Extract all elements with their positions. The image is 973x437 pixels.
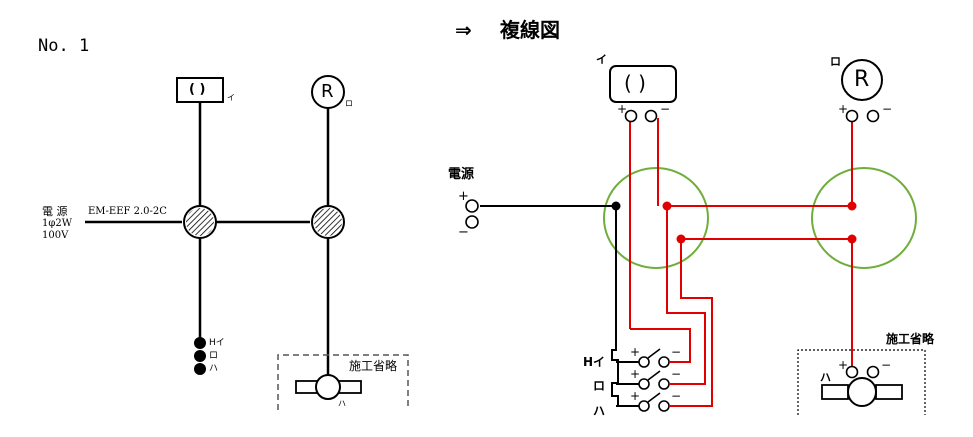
- receptacle-tag-ro: ロ: [345, 99, 353, 108]
- receptacle-letter: R: [321, 81, 334, 102]
- fixture-tag-ha: ハ: [820, 371, 831, 384]
- junction-dot-red-1: [662, 201, 672, 211]
- switch-tag-hi: Hイ: [583, 355, 606, 369]
- switch-dot-hi: [194, 337, 206, 349]
- switch-plus-ro: +: [630, 367, 641, 381]
- junction-dot-black: [611, 201, 621, 211]
- junction-dot-red-3: [847, 201, 857, 211]
- fixture-lamp-icon: [315, 374, 341, 400]
- receptacle-letter: R: [854, 67, 870, 92]
- receptacle-minus-sign: −: [882, 102, 893, 116]
- junction-dot-red-4: [847, 234, 857, 244]
- junction-dot-red-2: [676, 234, 686, 244]
- light-symbol-text: ( ): [624, 71, 646, 95]
- fixture-lamp-icon: [847, 377, 877, 407]
- ceiling-light-icon: [609, 65, 677, 103]
- figure-number: No. 1: [38, 36, 90, 56]
- power-name: 電 源: [42, 205, 68, 218]
- receptacle-circle-icon: [841, 59, 883, 101]
- power-terminal-plus: [465, 199, 479, 213]
- fixture-minus-sign: −: [881, 358, 892, 372]
- wiring-diagram-title: 複線図: [500, 18, 560, 42]
- power-plus-sign: +: [458, 189, 469, 204]
- switch-minus-ha: −: [671, 389, 682, 403]
- switch-minus-ro: −: [671, 367, 682, 381]
- omitted-area-frame: [277, 354, 409, 410]
- light-plus-sign: +: [617, 102, 628, 116]
- power-minus-sign: −: [458, 225, 469, 240]
- light-minus-sign: −: [660, 102, 671, 116]
- junction-box-left: [603, 167, 709, 269]
- power-voltage: 100V: [42, 230, 69, 241]
- junction-box-2: [311, 205, 345, 239]
- receptacle-circle-icon: [311, 75, 345, 109]
- arrow-symbol: ⇒: [455, 18, 472, 42]
- light-symbol-text: ( ): [189, 82, 206, 97]
- switch-plus-ha: +: [630, 389, 641, 403]
- omitted-label: 施工省略: [349, 359, 398, 373]
- ceiling-light-icon: [176, 77, 224, 103]
- junction-box-1: [183, 205, 217, 239]
- power-terminal-minus: [465, 215, 479, 229]
- light-tag-i: イ: [227, 93, 235, 102]
- fixture-terminal-minus: [866, 365, 880, 379]
- red-wire-switch-ro: [666, 206, 706, 385]
- switch-hi-icon: [638, 348, 670, 368]
- omitted-label: 施工省略: [886, 332, 935, 346]
- receptacle-tag-ro: ロ: [830, 55, 841, 68]
- light-terminal-minus: [644, 109, 658, 123]
- power-phase: 1φ2W: [42, 218, 73, 229]
- fixture-terminal-plus: [845, 365, 859, 379]
- fixture-plus-sign: +: [838, 358, 849, 372]
- switch-ro-icon: [638, 370, 670, 390]
- cable-spec-label: EM-EEF 2.0-2C: [88, 206, 167, 217]
- red-wire-switch-ha: [670, 239, 713, 407]
- light-tag-i: イ: [596, 53, 607, 66]
- fixture-bar-right: [875, 384, 903, 400]
- switch-minus-hi: −: [671, 345, 682, 359]
- switch-plus-hi: +: [630, 345, 641, 359]
- omitted-area-frame: [797, 349, 926, 415]
- switch-ha-icon: [638, 392, 670, 412]
- junction-box-right: [811, 167, 917, 269]
- black-wire-to-switches: [611, 206, 619, 405]
- receptacle-terminal-minus: [866, 109, 880, 123]
- switch-tag-ha: ハ: [593, 404, 606, 418]
- switch-tag-ro: ロ: [593, 379, 606, 393]
- receptacle-plus-sign: +: [838, 102, 849, 116]
- switch-dot-ha: [194, 363, 206, 375]
- red-wire-switch-hi: [630, 328, 691, 363]
- fixture-tag-ha: ハ: [338, 399, 346, 408]
- switch-tag-hi: Hイ: [209, 338, 225, 348]
- light-terminal-plus: [624, 109, 638, 123]
- receptacle-terminal-plus: [845, 109, 859, 123]
- power-source-label: 電源: [448, 167, 475, 182]
- switch-tag-ha: ハ: [209, 364, 219, 374]
- switch-dot-ro: [194, 350, 206, 362]
- switch-tag-ro: ロ: [209, 351, 219, 361]
- fixture-bar-left: [821, 384, 849, 400]
